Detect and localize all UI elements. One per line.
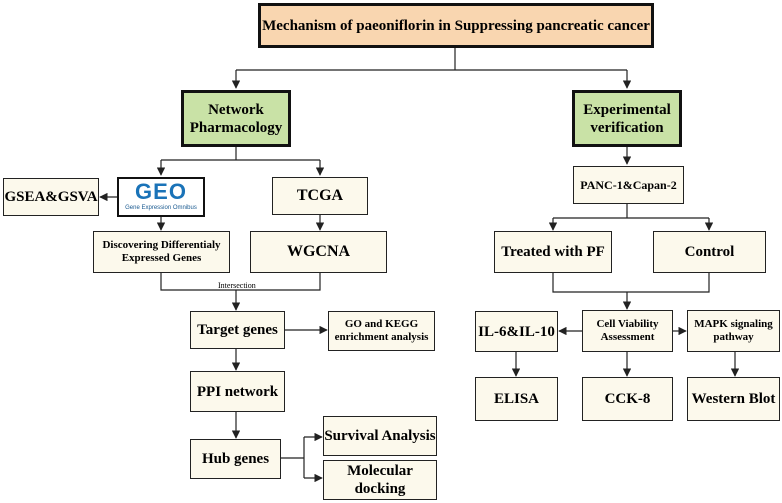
il6-il10-box: IL-6&IL-10 bbox=[475, 311, 558, 352]
cells-split-line bbox=[553, 204, 709, 219]
cell-lines-label: PANC-1&Capan-2 bbox=[580, 177, 677, 192]
mapk-label: MAPK signaling pathway bbox=[694, 317, 773, 343]
gsea-gsva-label: GSEA&GSVA bbox=[4, 189, 98, 205]
cck8-label: CCK-8 bbox=[604, 391, 651, 407]
wgcna-box: WGCNA bbox=[250, 231, 387, 273]
elisa-box: ELISA bbox=[475, 377, 558, 421]
title-box: Mechanism of paeoniflorin in Suppressing… bbox=[258, 3, 654, 48]
control-label: Control bbox=[684, 244, 735, 260]
geo-subtitle: Gene Expression Omnibus bbox=[125, 205, 197, 212]
survival-analysis-label: Survival Analysis bbox=[324, 428, 436, 444]
deg-label: Discovering Differentialy Expressed Gene… bbox=[102, 238, 221, 264]
intersection-line bbox=[160, 273, 321, 291]
experimental-verification-box: Experimental verification bbox=[572, 90, 682, 147]
cell-viability-label: Cell Viability Assessment bbox=[596, 317, 659, 343]
hub-genes-label: Hub genes bbox=[201, 451, 270, 467]
network-pharmacology-label: Network Pharmacology bbox=[189, 101, 283, 136]
cell-viability-box: Cell Viability Assessment bbox=[582, 310, 673, 352]
cck8-box: CCK-8 bbox=[582, 377, 673, 421]
deg-box: Discovering Differentialy Expressed Gene… bbox=[93, 231, 230, 273]
treatment-merge-line bbox=[552, 273, 710, 293]
cell-lines-box: PANC-1&Capan-2 bbox=[573, 166, 684, 204]
tcga-box: TCGA bbox=[272, 177, 368, 215]
il6-il10-label: IL-6&IL-10 bbox=[478, 323, 555, 340]
tcga-label: TCGA bbox=[296, 187, 344, 205]
target-genes-label: Target genes bbox=[197, 322, 278, 338]
target-genes-box: Target genes bbox=[190, 311, 285, 349]
control-box: Control bbox=[653, 231, 766, 273]
intersection-label: Intersection bbox=[218, 281, 256, 290]
wgcna-label: WGCNA bbox=[286, 243, 351, 261]
title-split-line bbox=[236, 48, 627, 71]
survival-analysis-box: Survival Analysis bbox=[323, 416, 437, 456]
molecular-docking-box: Molecular docking bbox=[323, 460, 437, 500]
hub-genes-box: Hub genes bbox=[190, 439, 281, 479]
ppi-network-label: PPI network bbox=[196, 383, 279, 400]
network-pharmacology-box: Network Pharmacology bbox=[181, 90, 291, 147]
enrichment-label: GO and KEGG enrichment analysis bbox=[334, 317, 429, 343]
elisa-label: ELISA bbox=[493, 391, 540, 407]
geo-box: GEO Gene Expression Omnibus bbox=[117, 177, 205, 217]
western-blot-label: Western Blot bbox=[691, 391, 776, 407]
geo-logo: GEO bbox=[135, 179, 187, 205]
mapk-box: MAPK signaling pathway bbox=[687, 310, 780, 352]
experimental-verification-label: Experimental verification bbox=[583, 101, 671, 136]
hub-split-line bbox=[281, 437, 305, 478]
title-text: Mechanism of paeoniflorin in Suppressing… bbox=[262, 17, 650, 34]
treated-with-pf-label: Treated with PF bbox=[501, 244, 605, 260]
treated-with-pf-box: Treated with PF bbox=[494, 231, 612, 273]
network-split-line bbox=[161, 147, 320, 161]
enrichment-box: GO and KEGG enrichment analysis bbox=[328, 311, 435, 351]
molecular-docking-label: Molecular docking bbox=[347, 463, 413, 497]
ppi-network-box: PPI network bbox=[190, 371, 285, 412]
western-blot-box: Western Blot bbox=[687, 377, 780, 421]
gsea-gsva-box: GSEA&GSVA bbox=[3, 178, 99, 216]
